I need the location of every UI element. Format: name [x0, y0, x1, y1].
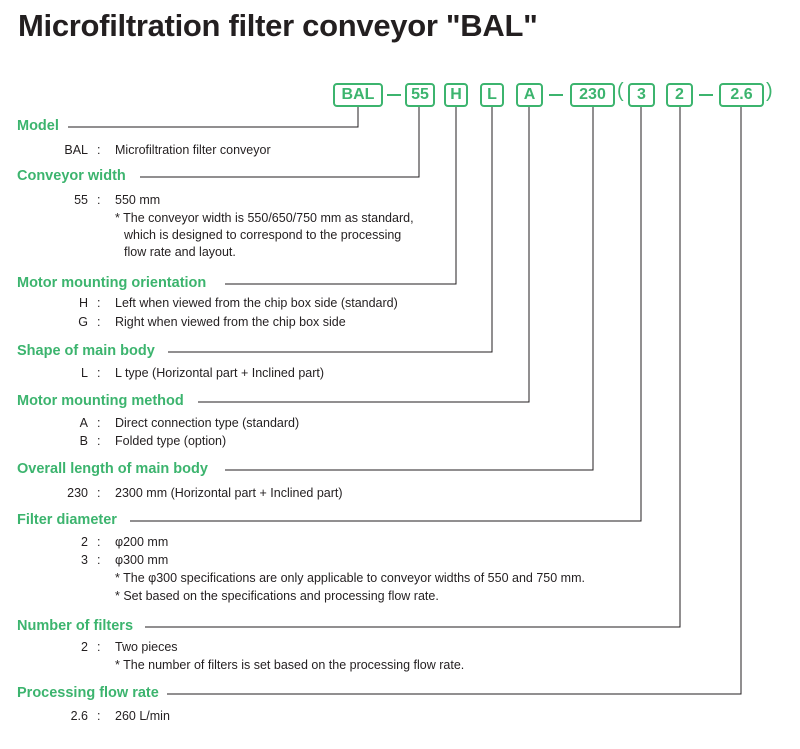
code-close-paren: ): [766, 80, 773, 102]
section-heading: Processing flow rate: [17, 685, 163, 701]
spec-code: L: [81, 366, 88, 380]
spec-sep: :: [97, 416, 101, 430]
spec-code: 2: [81, 640, 88, 654]
spec-desc: Left when viewed from the chip box side …: [115, 296, 398, 310]
spec-sep: :: [97, 193, 101, 207]
spec-sep: :: [97, 709, 101, 723]
code-box-width: 55: [405, 83, 435, 107]
spec-sep: :: [97, 486, 101, 500]
section-heading: Overall length of main body: [17, 461, 212, 477]
section-heading: Motor mounting orientation: [17, 275, 211, 291]
connector-conveyor-width: [140, 107, 420, 178]
code-box-method: A: [516, 83, 543, 107]
spec-note: * The conveyor width is 550/650/750 mm a…: [115, 211, 414, 225]
spec-desc: 2300 mm (Horizontal part + Inclined part…: [115, 486, 343, 500]
spec-desc: 550 mm: [115, 193, 161, 207]
spec-code: G: [78, 315, 88, 329]
spec-sep: :: [97, 366, 101, 380]
spec-code: 230: [67, 486, 88, 500]
spec-desc: Microfiltration filter conveyor: [115, 143, 271, 157]
spec-code: 3: [81, 553, 88, 567]
spec-desc: φ300 mm: [115, 553, 169, 567]
connector-number-filters: [145, 107, 681, 628]
code-box-orientation: H: [444, 83, 468, 107]
code-dash: [387, 94, 401, 96]
spec-sep: :: [97, 315, 101, 329]
spec-desc: φ200 mm: [115, 535, 169, 549]
connector-shape: [168, 107, 493, 353]
code-box-diameter: 3: [628, 83, 655, 107]
spec-note: * The φ300 specifications are only appli…: [115, 571, 585, 585]
spec-code: 2: [81, 535, 88, 549]
spec-code: BAL: [64, 143, 88, 157]
section-heading: Shape of main body: [17, 343, 159, 359]
spec-sep: :: [97, 553, 101, 567]
connector-overall-length: [225, 107, 594, 471]
section-heading: Number of filters: [17, 618, 138, 634]
spec-sep: :: [97, 640, 101, 654]
spec-note: which is designed to correspond to the p…: [124, 228, 402, 242]
spec-desc: 260 L/min: [115, 709, 170, 723]
connector-model: [68, 107, 359, 128]
spec-code: 55: [74, 193, 88, 207]
spec-code: B: [79, 434, 88, 448]
connector-flow-rate: [167, 107, 742, 695]
spec-note: * Set based on the specifications and pr…: [115, 589, 439, 603]
code-box-shape: L: [480, 83, 504, 107]
connector-motor-method: [198, 107, 530, 403]
page-title: Microfiltration filter conveyor "BAL": [18, 8, 538, 43]
spec-desc: Right when viewed from the chip box side: [115, 315, 346, 329]
section-heading: Model: [17, 118, 63, 134]
spec-code: H: [78, 296, 88, 310]
spec-code: 2.6: [70, 709, 88, 723]
code-box-model: BAL: [333, 83, 383, 107]
connector-filter-diameter: [130, 107, 642, 522]
spec-sep: :: [97, 296, 101, 310]
spec-note: flow rate and layout.: [124, 245, 236, 259]
code-box-filters: 2: [666, 83, 693, 107]
spec-desc: Two pieces: [115, 640, 178, 654]
spec-note: * The number of filters is set based on …: [115, 658, 465, 672]
section-heading: Conveyor width: [17, 168, 130, 184]
spec-desc: Folded type (option): [115, 434, 227, 448]
spec-code: A: [79, 416, 88, 430]
spec-desc: L type (Horizontal part + Inclined part): [115, 366, 325, 380]
spec-desc: Direct connection type (standard): [115, 416, 300, 430]
code-box-length: 230: [570, 83, 615, 107]
code-dash: [549, 94, 563, 96]
spec-sep: :: [97, 143, 101, 157]
code-dash: [699, 94, 713, 96]
connector-motor-orientation: [225, 107, 457, 285]
section-heading: Filter diameter: [17, 512, 121, 528]
code-box-flow: 2.6: [719, 83, 764, 107]
code-open-paren: (: [617, 80, 624, 102]
spec-sep: :: [97, 535, 101, 549]
section-heading: Motor mounting method: [17, 393, 188, 409]
spec-sep: :: [97, 434, 101, 448]
